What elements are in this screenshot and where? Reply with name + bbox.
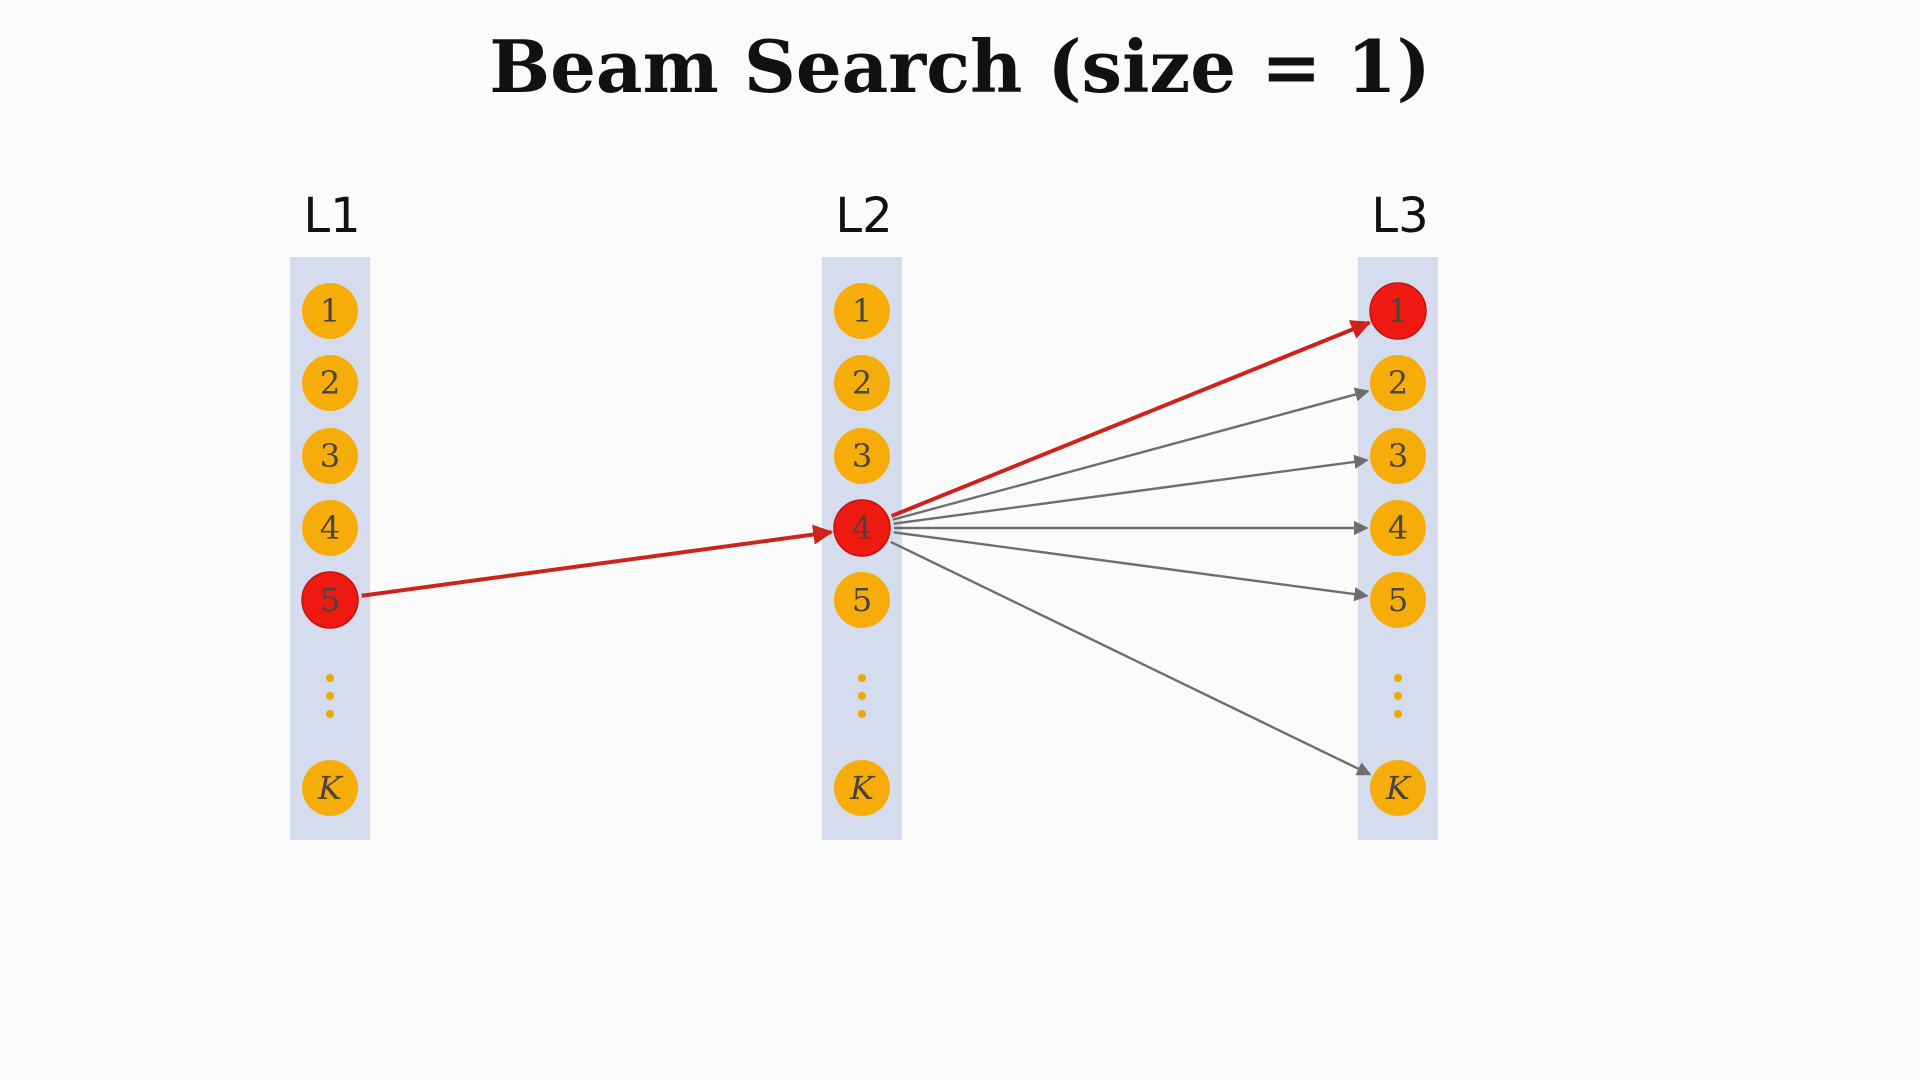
node-l1-4: 4 xyxy=(302,500,358,556)
node-circle xyxy=(834,283,890,339)
ellipsis-dot-3 xyxy=(326,710,334,718)
edge-l2-4-to-l3-3 xyxy=(893,454,1369,525)
nodes-layer: 1 2 3 4 5K 1 2 3 4 5K 1 2 3 4 5K xyxy=(301,282,1427,816)
column-l1-label: L1 xyxy=(303,188,360,244)
column-l2-ellipsis xyxy=(858,674,866,718)
node-label: K xyxy=(317,769,344,807)
node-label: 2 xyxy=(852,364,872,402)
node-label: K xyxy=(849,769,876,807)
node-circle xyxy=(302,760,358,816)
column-l2-label: L2 xyxy=(835,188,892,244)
selected-node-circle xyxy=(833,499,891,557)
node-l1-1: 1 xyxy=(302,283,358,339)
node-label: 5 xyxy=(320,581,340,619)
ellipsis-dot-1 xyxy=(1394,674,1402,682)
node-label: 1 xyxy=(1388,292,1408,330)
node-l2-4: 4 xyxy=(833,499,891,557)
node-l2-5: 5 xyxy=(834,572,890,628)
page-title: Beam Search (size = 1) xyxy=(489,24,1430,109)
node-circle xyxy=(834,572,890,628)
node-label: 1 xyxy=(320,292,340,330)
node-circle xyxy=(1370,428,1426,484)
node-l2-1: 1 xyxy=(834,283,890,339)
edge-l2-4-to-l3-5 xyxy=(893,531,1369,602)
node-circle xyxy=(1370,355,1426,411)
node-circle xyxy=(1370,760,1426,816)
node-l2-2: 2 xyxy=(834,355,890,411)
node-l2-k: K xyxy=(834,760,890,816)
node-label: 3 xyxy=(852,437,872,475)
node-l3-5: 5 xyxy=(1370,572,1426,628)
node-l3-3: 3 xyxy=(1370,428,1426,484)
ellipsis-dot-3 xyxy=(858,710,866,718)
node-circle xyxy=(1370,500,1426,556)
node-circle xyxy=(302,428,358,484)
ellipsis-dot-1 xyxy=(326,674,334,682)
node-label: K xyxy=(1385,769,1412,807)
node-l3-1: 1 xyxy=(1369,282,1427,340)
node-circle xyxy=(302,355,358,411)
selected-node-circle xyxy=(301,571,359,629)
node-label: 4 xyxy=(320,509,340,547)
node-circle xyxy=(302,500,358,556)
selected-node-circle xyxy=(1369,282,1427,340)
node-l1-k: K xyxy=(302,760,358,816)
selected-edge-l1-5-to-l2-4 xyxy=(361,524,834,598)
node-l3-4: 4 xyxy=(1370,500,1426,556)
edges-layer xyxy=(361,320,1372,776)
node-l3-k: K xyxy=(1370,760,1426,816)
node-label: 3 xyxy=(1388,437,1408,475)
node-l3-2: 2 xyxy=(1370,355,1426,411)
column-l3-label: L3 xyxy=(1371,188,1428,244)
ellipsis-dot-2 xyxy=(858,692,866,700)
edge-l2-4-to-l3-2 xyxy=(892,387,1370,521)
ellipsis-dot-2 xyxy=(326,692,334,700)
column-l3-ellipsis xyxy=(1394,674,1402,718)
ellipsis-dot-2 xyxy=(1394,692,1402,700)
node-circle xyxy=(834,760,890,816)
node-label: 5 xyxy=(1388,581,1408,619)
node-l1-5: 5 xyxy=(301,571,359,629)
node-l2-3: 3 xyxy=(834,428,890,484)
ellipsis-dot-1 xyxy=(858,674,866,682)
node-l1-2: 2 xyxy=(302,355,358,411)
column-l1-ellipsis xyxy=(326,674,334,718)
selected-edge-l2-4-to-l3-1 xyxy=(890,320,1372,518)
node-circle xyxy=(302,283,358,339)
node-label: 4 xyxy=(1388,509,1408,547)
node-circle xyxy=(834,428,890,484)
node-label: 5 xyxy=(852,581,872,619)
node-label: 3 xyxy=(320,437,340,475)
node-label: 4 xyxy=(852,509,872,547)
node-l1-3: 3 xyxy=(302,428,358,484)
node-circle xyxy=(1370,572,1426,628)
ellipsis-dot-3 xyxy=(1394,710,1402,718)
edge-l2-4-to-l3-k xyxy=(890,540,1372,776)
node-label: 2 xyxy=(320,364,340,402)
node-label: 1 xyxy=(852,292,872,330)
node-circle xyxy=(834,355,890,411)
node-label: 2 xyxy=(1388,364,1408,402)
